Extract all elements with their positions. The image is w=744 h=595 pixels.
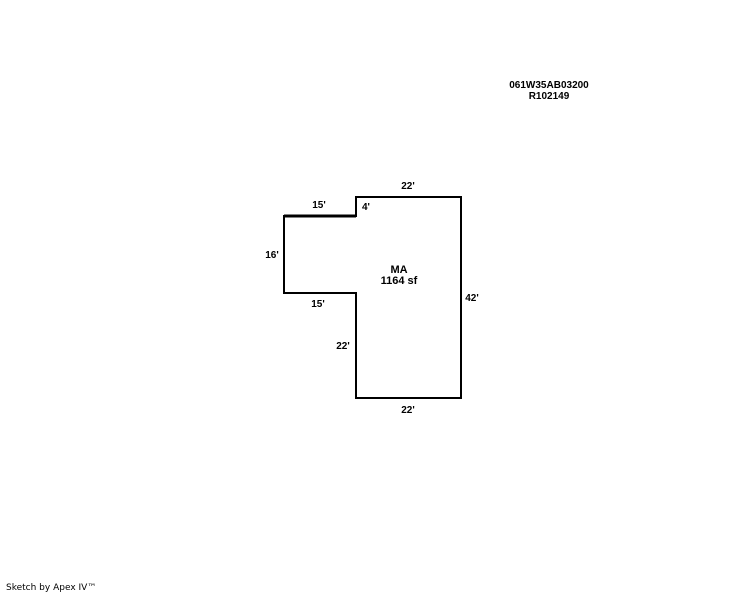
account-number: R102149 [528, 91, 570, 102]
dim-right: 42' [465, 293, 479, 304]
parcel-identifiers: 061W35AB03200 R102149 [496, 80, 602, 102]
software-credit: Sketch by Apex IV™ [6, 583, 97, 593]
map-number: 061W35AB03200 [509, 80, 589, 91]
dim-bottom: 22' [401, 405, 415, 416]
building-outline [283, 196, 462, 399]
dim-notch: 4' [362, 202, 370, 213]
area-size: 1164 sf [381, 275, 418, 287]
dim-top: 22' [401, 181, 415, 192]
dim-left: 16' [265, 250, 279, 261]
dim-upper-left-top: 15' [312, 200, 326, 211]
dim-upper-left-bottom: 15' [311, 299, 325, 310]
area-code: MA [390, 264, 407, 276]
dim-lower-left: 22' [336, 341, 350, 352]
